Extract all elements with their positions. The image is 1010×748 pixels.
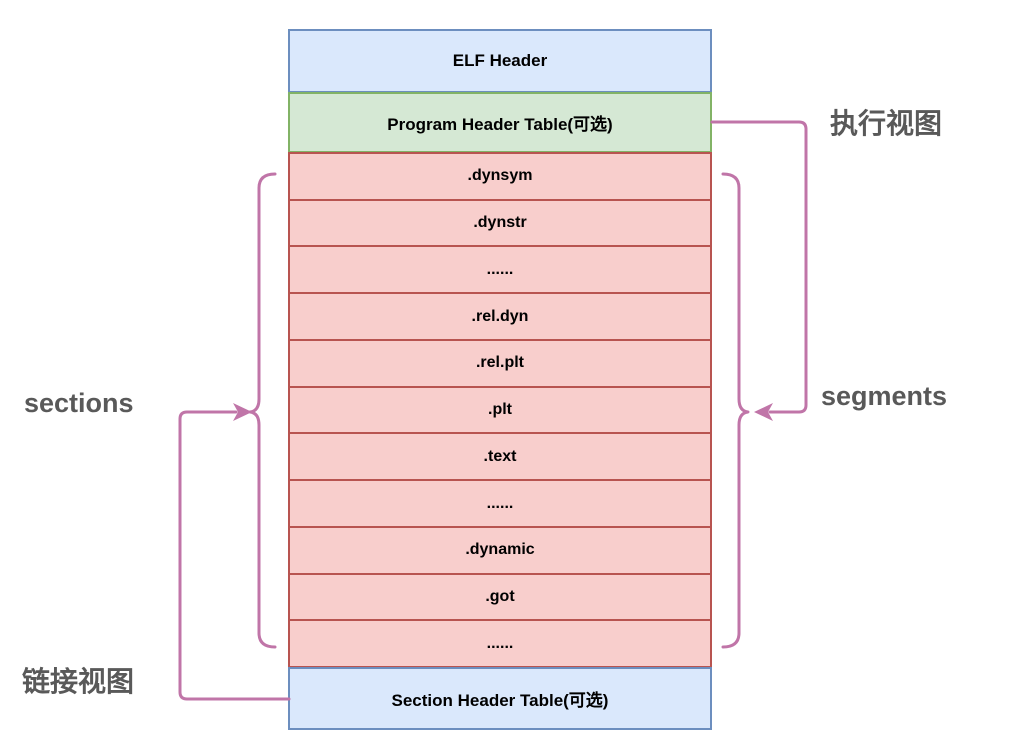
- section-row-ellipsis-2: ......: [290, 479, 710, 526]
- section-row-label: .plt: [488, 401, 512, 419]
- linking-view-label: 链接视图: [22, 666, 135, 697]
- segments-label: segments: [821, 381, 948, 411]
- section-row-label: .got: [485, 587, 515, 605]
- elf-header-box: ELF Header: [288, 29, 712, 93]
- section-row-dynsym: .dynsym: [290, 154, 710, 199]
- sections-stack: .dynsym .dynstr ...... .rel.dyn .rel.plt…: [288, 152, 712, 668]
- program-header-table-label: Program Header Table(可选): [387, 115, 613, 134]
- sections-label: sections: [24, 388, 134, 418]
- execution-view-label: 执行视图: [830, 108, 943, 139]
- section-row-ellipsis-1: ......: [290, 245, 710, 292]
- section-row-dynamic: .dynamic: [290, 525, 710, 573]
- section-row-label: .text: [483, 447, 517, 465]
- section-row-text: .text: [290, 432, 710, 479]
- section-row-label: .dynstr: [473, 214, 527, 232]
- section-row-label: .rel.dyn: [471, 307, 529, 325]
- exec-view-arrowhead: [754, 403, 773, 421]
- elf-header-label: ELF Header: [452, 51, 548, 70]
- section-header-table-box: Section Header Table(可选): [288, 667, 712, 730]
- section-row-label: ......: [486, 494, 514, 512]
- section-row-rel-dyn: .rel.dyn: [290, 292, 710, 339]
- sections-brace: [248, 172, 277, 649]
- exec-view-arrow: [710, 120, 808, 414]
- section-row-label: .dynsym: [467, 167, 533, 185]
- program-header-table-box: Program Header Table(可选): [288, 92, 712, 153]
- section-row-rel-plt: .rel.plt: [290, 338, 710, 386]
- section-row-label: ......: [486, 260, 514, 278]
- section-row-got: .got: [290, 572, 710, 620]
- segments-brace: [721, 172, 750, 649]
- link-view-arrowhead: [233, 403, 252, 421]
- section-header-table-label: Section Header Table(可选): [391, 691, 609, 710]
- section-row-ellipsis-3: ......: [290, 619, 710, 666]
- section-row-label: .rel.plt: [475, 354, 524, 372]
- section-row-label: ......: [486, 634, 514, 652]
- section-row-label: .dynamic: [465, 541, 535, 559]
- section-row-dynstr: .dynstr: [290, 198, 710, 246]
- link-view-arrow: [178, 410, 291, 701]
- section-row-plt: .plt: [290, 385, 710, 433]
